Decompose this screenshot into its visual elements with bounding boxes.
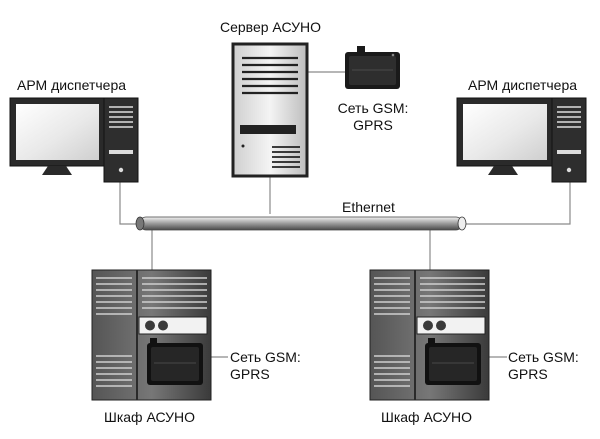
connection-lines (119, 71, 571, 358)
arm-right-workstation (456, 97, 587, 183)
cabinet-left-gsm-label: Сеть GSM: GPRS (230, 349, 301, 383)
arm-left-label: АРМ диспетчера (17, 77, 127, 93)
cabinet-left-label: Шкаф АСУНО (104, 409, 196, 425)
server-gsm-modem-icon (345, 46, 400, 89)
server-gsm-label-line2: GPRS (353, 117, 393, 133)
arm-right-label: АРМ диспетчера (468, 77, 578, 93)
cabinet-right-label: Шкаф АСУНО (381, 409, 473, 425)
cabinet-left-gsm-label-line2: GPRS (230, 366, 270, 382)
cabinet-right-gsm-modem-icon (425, 338, 481, 385)
cabinet-right-gsm-label-line1: Сеть GSM: (508, 349, 579, 365)
server-tower (231, 42, 309, 178)
server-gsm-label: Сеть GSM: GPRS (333, 100, 413, 134)
cabinet-left-gsm-modem-icon (147, 338, 203, 385)
ethernet-bus (135, 216, 467, 231)
cabinet-right-gsm-label-line2: GPRS (508, 366, 548, 382)
arm-left-workstation (9, 97, 139, 183)
line-arm-left-to-bus (119, 182, 140, 225)
ethernet-label: Ethernet (342, 199, 395, 215)
cabinet-left-gsm-label-line1: Сеть GSM: (230, 349, 301, 365)
server-gsm-label-line1: Сеть GSM: (337, 100, 409, 116)
cabinet-right (369, 269, 490, 401)
cabinet-right-gsm-label: Сеть GSM: GPRS (508, 349, 579, 383)
server-label: Сервер АСУНО (220, 19, 321, 35)
line-arm-right-to-bus (462, 182, 571, 225)
